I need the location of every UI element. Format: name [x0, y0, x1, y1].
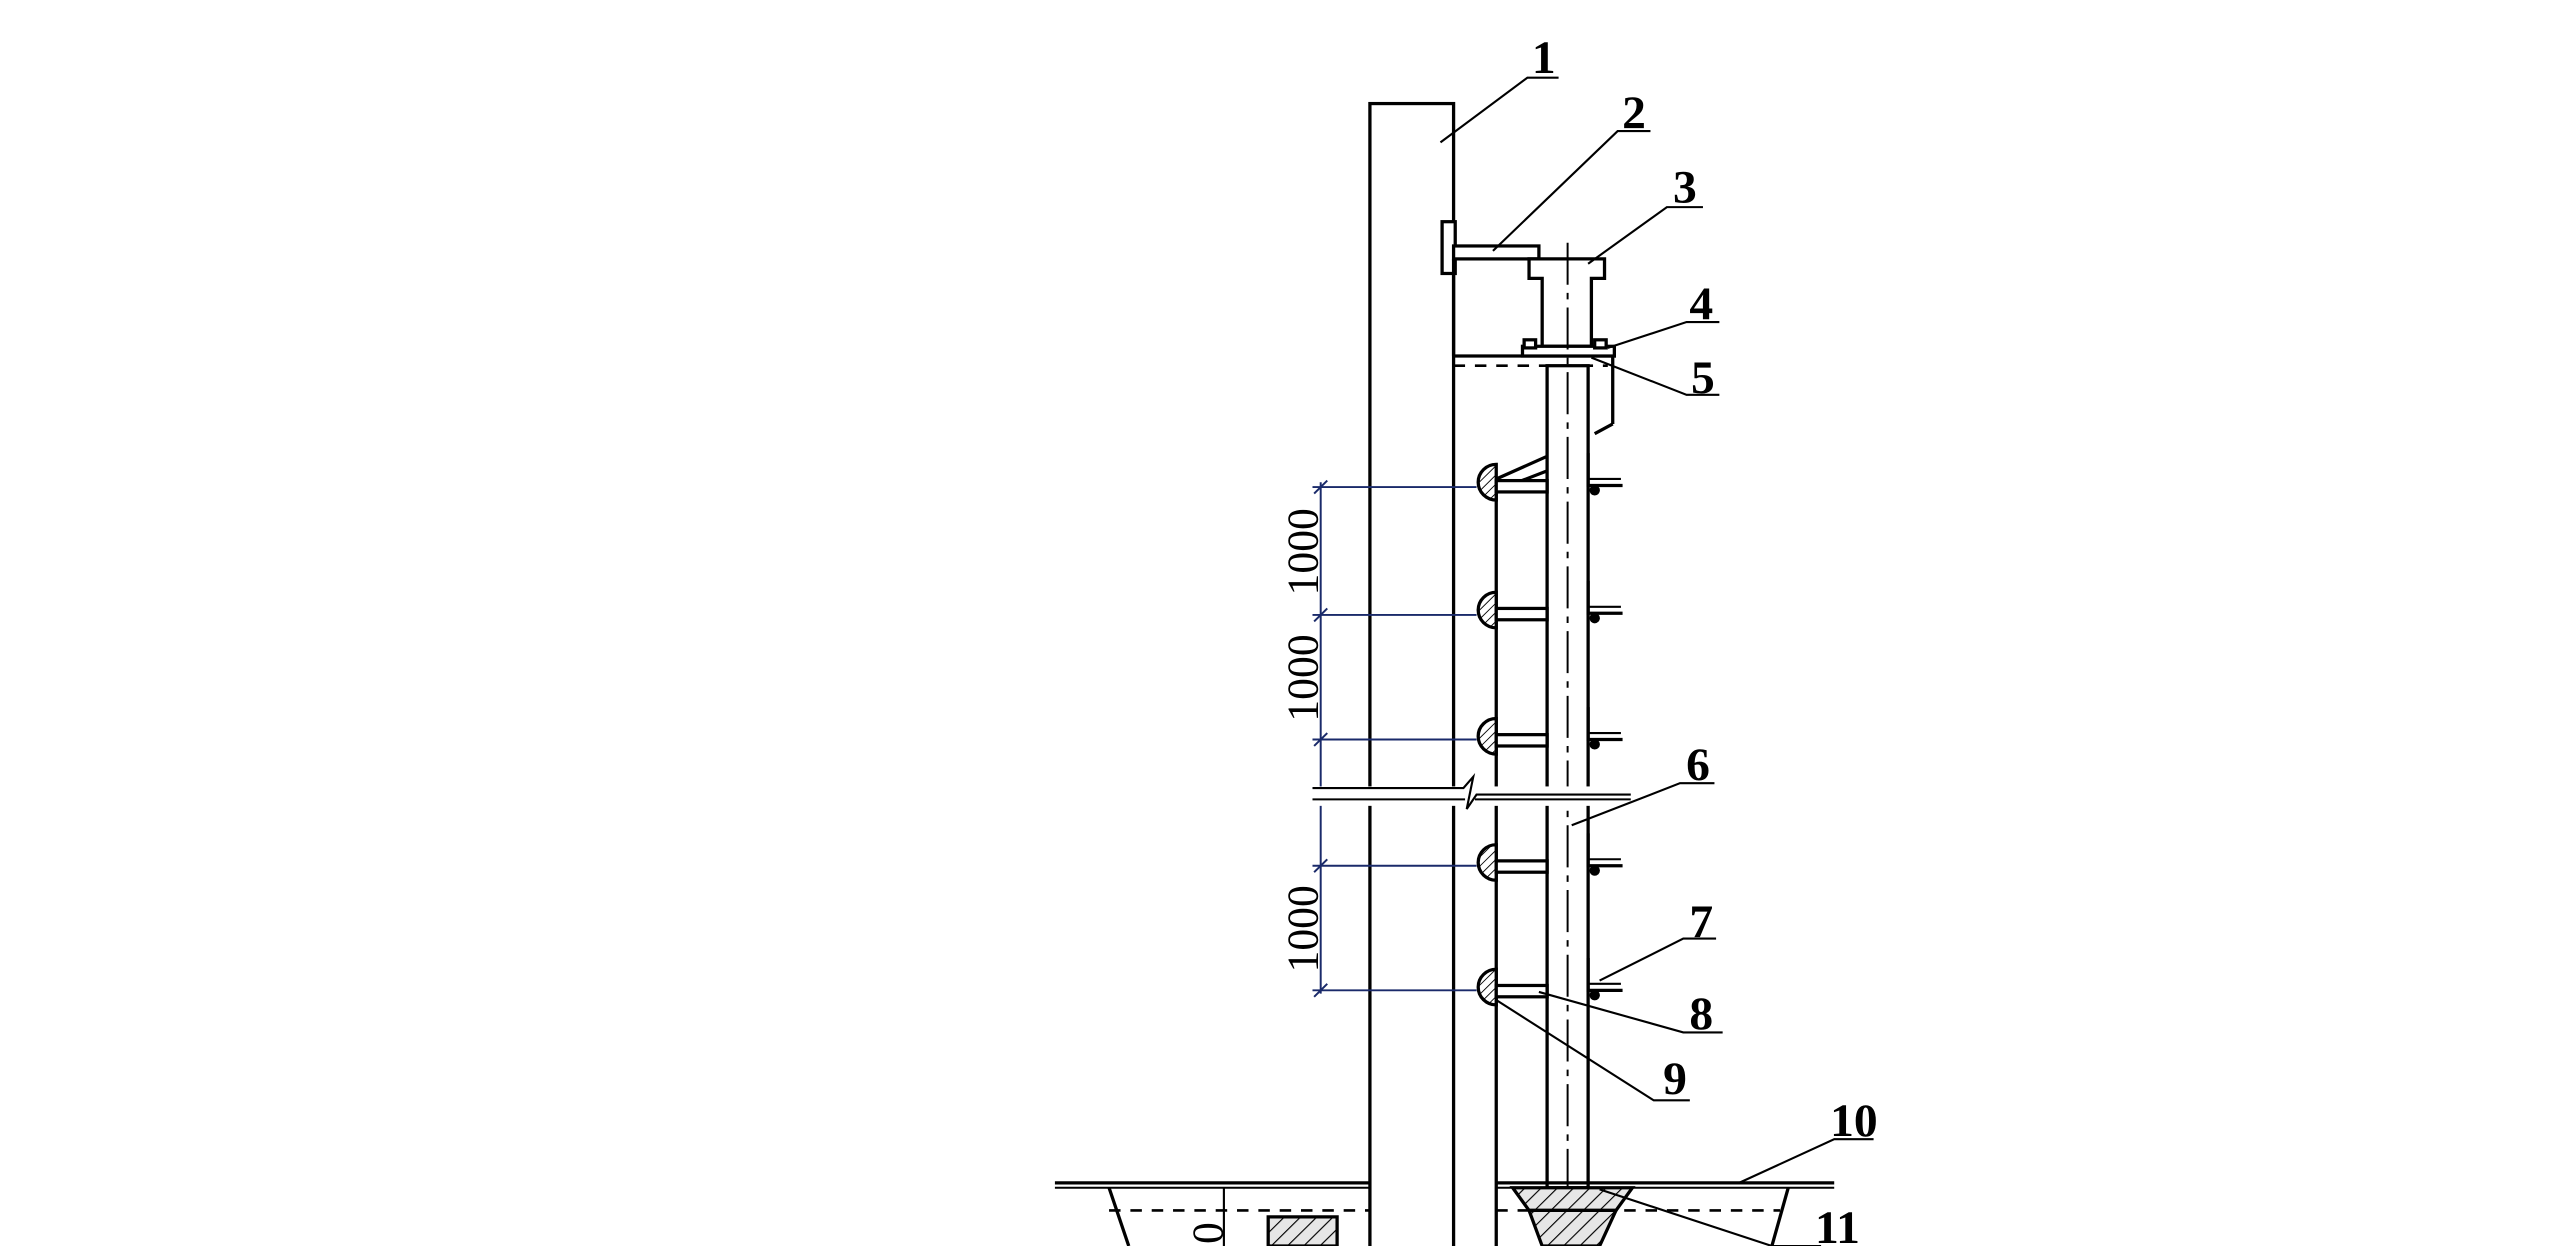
cable-hook	[1586, 833, 1623, 868]
dimension-text-2: 1000	[1278, 634, 1327, 721]
callout-9: 9	[1663, 1053, 1687, 1105]
partial-dimension-text: 0	[1183, 1222, 1232, 1244]
support-arm	[1494, 983, 1549, 999]
callout-5: 5	[1691, 353, 1715, 405]
dimension-chain: 1000 1000 1000	[1278, 479, 1477, 998]
leader-line	[1571, 782, 1715, 827]
leader-line	[1607, 320, 1720, 349]
dimension-text-1: 1000	[1278, 508, 1327, 595]
support-arm	[1494, 478, 1549, 494]
leader-line	[1738, 1138, 1874, 1184]
hook-bolt	[1589, 485, 1600, 496]
leader-line	[1599, 937, 1717, 982]
callout-1: 1	[1532, 32, 1556, 84]
hook-bolt	[1589, 612, 1600, 624]
dimension-text-3: 1000	[1278, 885, 1327, 972]
hook-bolt	[1589, 865, 1600, 876]
leader-line	[1599, 1188, 1822, 1246]
main-post	[1545, 242, 1590, 1230]
callout-6: 6	[1686, 739, 1710, 791]
cable-clamp	[1476, 590, 1498, 630]
leader-line	[1538, 990, 1723, 1034]
foundation: 0	[1054, 1181, 1835, 1246]
break-line	[1312, 772, 1635, 810]
hanger-group	[1476, 453, 1623, 1007]
callout-7: 7	[1689, 896, 1713, 948]
callout-11: 11	[1815, 1202, 1860, 1246]
leader-line	[1495, 999, 1690, 1102]
callout-10: 10	[1830, 1095, 1878, 1147]
base-plate	[1520, 338, 1617, 358]
cable-clamp	[1476, 716, 1498, 756]
callout-3: 3	[1673, 162, 1697, 214]
callout-8: 8	[1689, 988, 1713, 1040]
callout-leaders	[1439, 76, 1874, 1246]
wall	[1368, 101, 1456, 1246]
support-arm	[1494, 606, 1549, 622]
leader-line	[1587, 206, 1703, 265]
cable-clamp	[1476, 462, 1498, 502]
leader-line	[1492, 130, 1651, 252]
leader-line	[1439, 76, 1559, 144]
callout-2: 2	[1622, 87, 1646, 139]
callout-4: 4	[1689, 278, 1713, 330]
cable-hook	[1586, 453, 1623, 488]
leader-line	[1591, 356, 1720, 396]
support-arm	[1494, 859, 1549, 874]
support-arm	[1494, 733, 1549, 748]
cable-clamp	[1476, 967, 1498, 1007]
hook-bolt	[1589, 990, 1600, 1001]
cable-hook	[1586, 707, 1623, 742]
wall-bracket	[1440, 220, 1541, 276]
cable-hook	[1586, 580, 1623, 615]
hook-bolt	[1589, 739, 1600, 750]
cable-clamp	[1476, 843, 1498, 882]
cable-hook	[1586, 957, 1623, 992]
